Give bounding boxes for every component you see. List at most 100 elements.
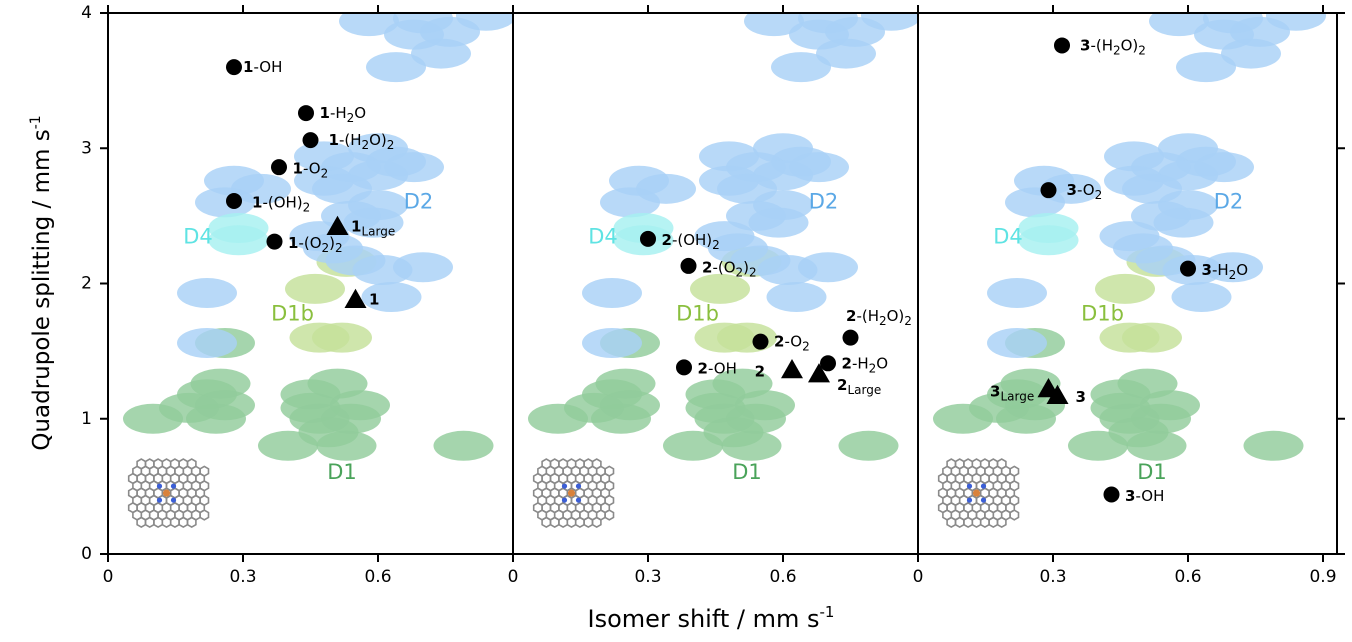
region-d1-blob bbox=[1068, 430, 1128, 461]
x-tick-label: 0.3 bbox=[634, 567, 661, 587]
point-label-3-OH: 3-OH bbox=[1125, 486, 1164, 504]
molecule-structure-icon bbox=[937, 458, 1020, 529]
point-2-(H2O)2 bbox=[842, 329, 859, 346]
region-d2-blob bbox=[744, 13, 804, 37]
region-d2-blob bbox=[1153, 207, 1214, 238]
point-3-H2O bbox=[1180, 260, 1196, 277]
point-label-3: 3 bbox=[1076, 388, 1086, 406]
region-d1b-blob bbox=[717, 322, 777, 353]
region-label-d1: D1 bbox=[732, 460, 762, 484]
region-d2-blob bbox=[177, 277, 237, 308]
region-d1-blob bbox=[1126, 430, 1187, 461]
region-d2-blob bbox=[1171, 282, 1232, 313]
point-label-2Large: 2Large bbox=[837, 375, 881, 396]
point-label-2-OH: 2-OH bbox=[698, 359, 737, 377]
region-d2-blob bbox=[195, 187, 255, 218]
x-tick-label: 0 bbox=[508, 567, 519, 587]
y-tick-label: 1 bbox=[81, 409, 92, 429]
region-d2-blob bbox=[987, 328, 1047, 359]
region-d1-blob bbox=[591, 403, 651, 434]
region-d1-blob bbox=[663, 430, 723, 461]
point-2-(O2)2 bbox=[680, 257, 697, 274]
region-d1-blob bbox=[258, 430, 318, 461]
point-label-1-(H2O)2: 1-(H2O)2 bbox=[329, 131, 395, 152]
region-label-d4: D4 bbox=[183, 225, 213, 249]
region-d1-blob bbox=[996, 403, 1056, 434]
region-d2-blob bbox=[393, 252, 453, 283]
point-3 bbox=[1046, 384, 1069, 405]
data-marks: 1-OH1-H2O1-(H2O)21-O21-(OH)21-(O2)21Larg… bbox=[226, 36, 1248, 504]
region-d2-blob bbox=[366, 52, 426, 83]
region-d2-blob bbox=[748, 207, 809, 238]
x-tick-label: 0.3 bbox=[229, 567, 256, 587]
x-tick-label: 0.3 bbox=[1039, 567, 1066, 587]
region-d1b-blob bbox=[285, 273, 345, 304]
y-tick-label: 3 bbox=[81, 138, 92, 158]
point-label-2-H2O: 2-H2O bbox=[842, 354, 889, 375]
region-label-d1: D1 bbox=[327, 460, 357, 484]
region-d2-blob bbox=[798, 252, 858, 283]
point-1-(O2)2 bbox=[266, 233, 283, 250]
region-d4-blob bbox=[208, 225, 269, 256]
point-label-1-O2: 1-O2 bbox=[293, 159, 329, 180]
region-label-d4: D4 bbox=[588, 225, 618, 249]
x-tick-label: 0 bbox=[103, 567, 114, 587]
region-d1b-blob bbox=[1095, 273, 1155, 304]
point-1Large bbox=[326, 215, 349, 235]
region-d1-blob bbox=[721, 430, 782, 461]
region-d1-blob bbox=[316, 430, 377, 461]
region-d2-blob bbox=[987, 277, 1047, 308]
point-label-2-O2: 2-O2 bbox=[774, 332, 810, 353]
region-d4-blob bbox=[1018, 225, 1079, 256]
region-d2-blob bbox=[343, 207, 404, 238]
region-d1-blob bbox=[838, 430, 899, 461]
point-label-2-(OH)2: 2-(OH)2 bbox=[662, 231, 720, 252]
x-tick-label: 0.6 bbox=[1174, 567, 1201, 587]
point-label-2-(H2O)2: 2-(H2O)2 bbox=[846, 306, 912, 327]
region-d1b-blob bbox=[690, 273, 750, 304]
region-d1-blob bbox=[433, 430, 494, 461]
region-d2-blob bbox=[771, 52, 831, 83]
region-label-d2: D2 bbox=[404, 189, 434, 213]
point-1-(OH)2 bbox=[226, 192, 242, 209]
point-label-1-H2O: 1-H2O bbox=[320, 104, 367, 125]
point-1-O2 bbox=[271, 159, 287, 176]
molecule-structure-icon bbox=[532, 458, 615, 529]
region-d2-blob bbox=[1149, 13, 1209, 37]
point-2-OH bbox=[676, 359, 692, 376]
region-d1b-blob bbox=[1122, 322, 1182, 353]
x-tick-label: 0.9 bbox=[1309, 567, 1336, 587]
region-label-d2: D2 bbox=[809, 189, 839, 213]
region-d2-blob bbox=[582, 328, 642, 359]
region-d2-blob bbox=[411, 38, 471, 69]
region-d2-blob bbox=[766, 282, 827, 313]
point-3-OH bbox=[1103, 486, 1120, 503]
point-2-H2O bbox=[820, 355, 836, 372]
region-d1b-blob bbox=[312, 322, 372, 353]
x-tick-label: 0.6 bbox=[364, 567, 391, 587]
region-d1-blob bbox=[528, 403, 588, 434]
point-label-3-H2O: 3-H2O bbox=[1202, 260, 1249, 281]
point-2-O2 bbox=[752, 333, 769, 350]
region-d2-blob bbox=[1221, 38, 1281, 69]
region-d2-blob bbox=[600, 187, 660, 218]
point-3-(H2O)2 bbox=[1054, 37, 1070, 54]
point-2 bbox=[781, 359, 803, 379]
point-label-1-(O2)2: 1-(O2)2 bbox=[288, 233, 343, 254]
point-label-3-(H2O)2: 3-(H2O)2 bbox=[1080, 36, 1146, 57]
point-2Large bbox=[808, 363, 830, 383]
region-d2-blob bbox=[361, 282, 422, 313]
point-label-1-OH: 1-OH bbox=[243, 58, 282, 76]
molecule-structure-icon bbox=[127, 458, 210, 529]
region-d2-blob bbox=[582, 277, 642, 308]
region-d1-blob bbox=[186, 403, 246, 434]
point-label-3-O2: 3-O2 bbox=[1067, 181, 1103, 202]
region-d2-blob bbox=[1176, 52, 1236, 83]
point-label-1: 1 bbox=[369, 290, 379, 308]
region-label-d1b: D1b bbox=[1081, 302, 1124, 326]
point-1-(H2O)2 bbox=[302, 132, 319, 149]
